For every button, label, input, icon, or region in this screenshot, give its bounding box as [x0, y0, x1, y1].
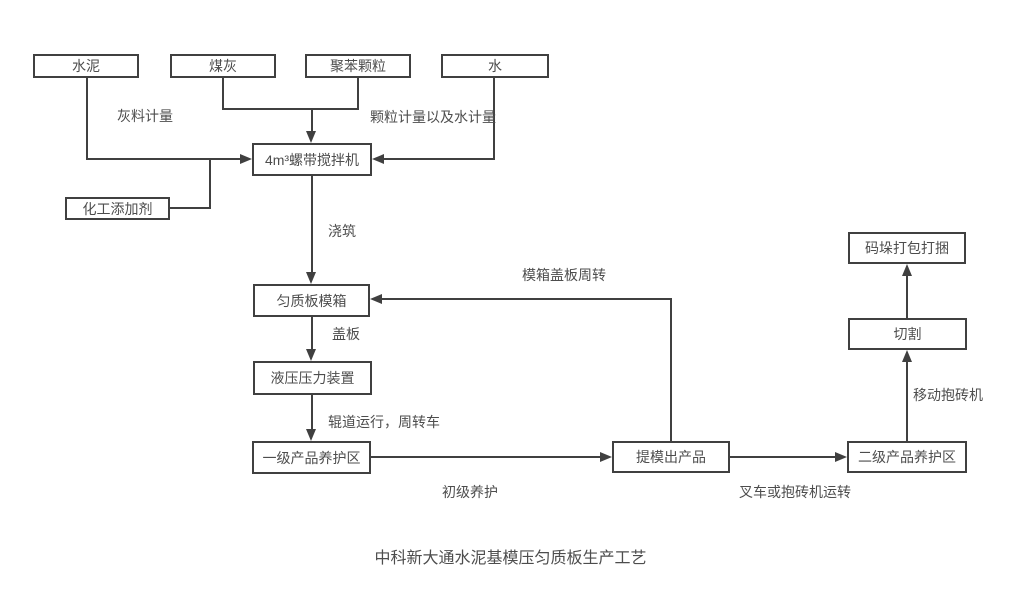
- edge-water-horizontal: [384, 158, 495, 160]
- node-coal-ash: 煤灰: [170, 54, 276, 78]
- node-hydraulic: 液压压力装置: [253, 361, 372, 395]
- label-mold-cover-turnover: 模箱盖板周转: [522, 267, 606, 283]
- label-pouring: 浇筑: [328, 223, 356, 239]
- node-stacking: 码垛打包打捆: [848, 232, 966, 264]
- arrow-into-demold: [600, 452, 612, 462]
- edge-additive-horizontal: [170, 207, 211, 209]
- edge-water-vertical: [493, 78, 495, 160]
- node-demold: 提模出产品: [612, 441, 730, 473]
- edge-moldbox-to-hydraulic: [311, 317, 313, 350]
- node-curing1: 一级产品养护区: [252, 441, 371, 474]
- edge-demold-to-curing2: [730, 456, 836, 458]
- arrow-into-mixer-left: [240, 154, 252, 164]
- diagram-title: 中科新大通水泥基模压匀质板生产工艺: [374, 550, 647, 567]
- node-cement: 水泥: [33, 54, 139, 78]
- label-roller: 辊道运行，周转车: [328, 414, 440, 430]
- node-cutting: 切割: [848, 318, 967, 350]
- edge-coal-ash-vertical: [222, 78, 224, 109]
- label-mobile-brick: 移动抱砖机: [913, 387, 983, 403]
- node-curing2: 二级产品养护区: [847, 441, 967, 473]
- edge-join-horizontal: [222, 108, 359, 110]
- node-mixer: 4m³螺带搅拌机: [252, 143, 372, 176]
- node-mold-box: 匀质板模箱: [253, 284, 370, 317]
- arrow-into-mixer-top: [306, 131, 316, 143]
- edge-join-stem: [311, 108, 313, 132]
- arrow-into-hydraulic: [306, 349, 316, 361]
- edge-curing2-to-cutting: [906, 362, 908, 441]
- edge-return-vertical: [670, 298, 672, 441]
- label-primary-curing: 初级养护: [442, 484, 498, 500]
- label-ash-metering: 灰料计量: [117, 108, 173, 124]
- node-additive: 化工添加剂: [65, 197, 170, 220]
- arrow-into-cutting: [902, 350, 912, 362]
- arrow-into-curing1: [306, 429, 316, 441]
- edge-cutting-to-stacking: [906, 276, 908, 318]
- edge-cement-horizontal: [86, 158, 240, 160]
- edge-polystyrene-vertical: [357, 78, 359, 109]
- node-polystyrene: 聚苯颗粒: [305, 54, 411, 78]
- arrow-into-stacking: [902, 264, 912, 276]
- edge-return-horizontal: [382, 298, 672, 300]
- arrow-into-moldbox-right: [370, 294, 382, 304]
- edge-additive-vertical: [209, 159, 211, 209]
- edge-mixer-to-moldbox: [311, 176, 313, 273]
- label-forklift: 叉车或抱砖机运转: [739, 484, 851, 500]
- node-water: 水: [441, 54, 549, 78]
- arrow-into-mixer-right: [372, 154, 384, 164]
- edge-curing1-to-demold: [371, 456, 601, 458]
- edge-cement-vertical: [86, 78, 88, 159]
- edge-hydraulic-to-curing1: [311, 395, 313, 430]
- label-particle-water-metering: 颗粒计量以及水计量: [370, 109, 496, 125]
- arrow-into-curing2: [835, 452, 847, 462]
- label-cover: 盖板: [332, 326, 360, 342]
- arrow-into-moldbox: [306, 272, 316, 284]
